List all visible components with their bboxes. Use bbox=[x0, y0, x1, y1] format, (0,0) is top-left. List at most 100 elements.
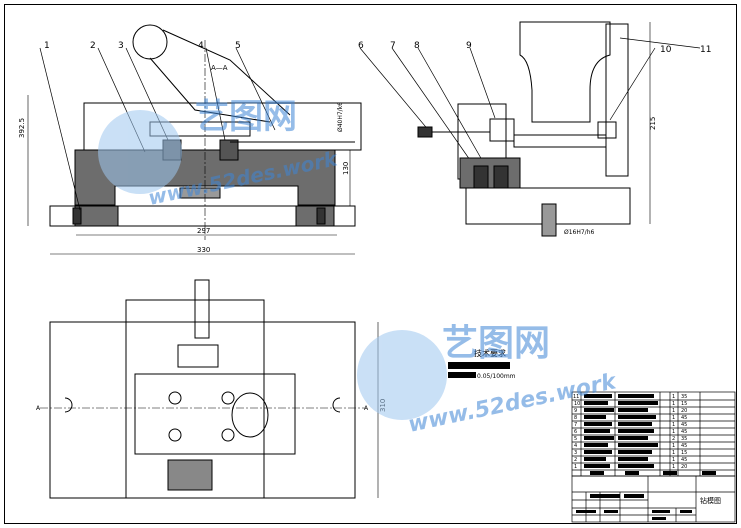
plan-bore bbox=[231, 392, 269, 438]
svg-text:45: 45 bbox=[681, 422, 687, 428]
callout-7: 7 bbox=[390, 41, 396, 51]
dim-bore-height: 130 bbox=[342, 162, 350, 175]
side-hatch bbox=[459, 157, 521, 189]
watermark-globe bbox=[98, 110, 182, 194]
svg-text:1: 1 bbox=[574, 464, 577, 470]
svg-text:35: 35 bbox=[681, 436, 687, 442]
support-arm bbox=[605, 23, 629, 177]
clamp-screw bbox=[417, 126, 433, 138]
tech-line-2-bar bbox=[448, 372, 476, 378]
section-mark-right: A bbox=[364, 405, 369, 412]
plan-slot-left bbox=[64, 397, 73, 413]
section-label: A—A bbox=[211, 64, 228, 72]
tech-line-2: 0.05/100mm bbox=[477, 373, 516, 380]
locating-pin bbox=[179, 187, 221, 199]
foot-bolt-left bbox=[72, 207, 82, 225]
svg-text:8: 8 bbox=[574, 415, 577, 421]
watermark-cn-2: 艺图网 bbox=[442, 323, 550, 364]
svg-text:2: 2 bbox=[574, 457, 577, 463]
dim-total-width: 330 bbox=[197, 246, 210, 254]
svg-text:4: 4 bbox=[574, 443, 577, 449]
callout-9: 9 bbox=[466, 41, 472, 51]
leader-lines bbox=[39, 37, 701, 211]
svg-text:5: 5 bbox=[574, 436, 577, 442]
plan-bolt-1 bbox=[168, 391, 182, 405]
callout-6: 6 bbox=[358, 41, 364, 51]
svg-text:45: 45 bbox=[681, 457, 687, 463]
drawing-frame bbox=[4, 4, 737, 524]
clamp-block bbox=[489, 118, 515, 142]
drawing-name: 钻模图 bbox=[700, 496, 721, 505]
dim-side-height: 215 bbox=[649, 117, 657, 130]
watermark-cn: 艺图网 bbox=[195, 97, 297, 137]
lever-arm bbox=[149, 29, 291, 123]
plan-bolt-2 bbox=[221, 391, 235, 405]
svg-text:20: 20 bbox=[681, 408, 687, 414]
tech-line-1 bbox=[448, 362, 510, 369]
svg-text:1: 1 bbox=[672, 422, 675, 428]
dim-base-width: 297 bbox=[197, 227, 210, 235]
svg-text:1: 1 bbox=[672, 401, 675, 407]
svg-text:1: 1 bbox=[672, 457, 675, 463]
bom-numbers: 11 10 9 8 7 6 5 4 3 2 1 1 1 1 1 1 1 2 1 … bbox=[573, 394, 687, 470]
foot-bolt-right bbox=[316, 207, 326, 225]
svg-text:35: 35 bbox=[681, 394, 687, 400]
front-section-view bbox=[27, 24, 362, 255]
callout-5: 5 bbox=[235, 41, 241, 51]
svg-text:1: 1 bbox=[672, 443, 675, 449]
svg-text:11: 11 bbox=[573, 394, 579, 400]
svg-text:6: 6 bbox=[574, 429, 577, 435]
dim-fit-1: Ø40H7/k6 bbox=[337, 102, 344, 132]
svg-text:1: 1 bbox=[672, 450, 675, 456]
callout-10: 10 bbox=[660, 45, 672, 55]
svg-text:7: 7 bbox=[574, 422, 577, 428]
svg-text:1: 1 bbox=[672, 394, 675, 400]
side-pin bbox=[541, 203, 557, 237]
callout-4: 4 bbox=[198, 41, 204, 51]
svg-text:20: 20 bbox=[681, 464, 687, 470]
svg-text:1: 1 bbox=[672, 464, 675, 470]
svg-text:1: 1 bbox=[672, 408, 675, 414]
plan-bolt-3 bbox=[168, 428, 182, 442]
svg-text:15: 15 bbox=[681, 450, 687, 456]
callout-11: 11 bbox=[700, 45, 711, 55]
dim-fit-2: Ø16H7/h6 bbox=[564, 229, 595, 236]
callout-3: 3 bbox=[118, 41, 124, 51]
title-block-redactions bbox=[576, 494, 692, 520]
plan-clamp bbox=[177, 344, 219, 368]
bom-redactions bbox=[584, 394, 716, 475]
svg-text:1: 1 bbox=[672, 429, 675, 435]
plan-workpiece bbox=[134, 373, 296, 455]
watermark-2: 艺图网 www.52des.work bbox=[357, 323, 620, 438]
svg-text:2: 2 bbox=[672, 436, 675, 442]
section-mark-left: A bbox=[36, 405, 41, 412]
callout-8: 8 bbox=[414, 41, 420, 51]
plan-screw bbox=[194, 279, 210, 339]
svg-text:15: 15 bbox=[681, 401, 687, 407]
top-view bbox=[40, 279, 379, 499]
svg-text:45: 45 bbox=[681, 415, 687, 421]
svg-text:45: 45 bbox=[681, 443, 687, 449]
callout-1: 1 bbox=[44, 41, 50, 51]
lever-knob bbox=[132, 24, 168, 60]
right-foot bbox=[295, 205, 335, 227]
svg-text:3: 3 bbox=[574, 450, 577, 456]
watermark-globe-2 bbox=[357, 330, 447, 420]
svg-text:45: 45 bbox=[681, 429, 687, 435]
stop-block bbox=[597, 121, 617, 139]
column-casting bbox=[519, 21, 611, 123]
tech-title: 技术要求 bbox=[474, 348, 506, 358]
callout-2: 2 bbox=[90, 41, 96, 51]
side-bushing-2 bbox=[493, 165, 509, 189]
base-plate bbox=[49, 205, 356, 227]
svg-text:9: 9 bbox=[574, 408, 577, 414]
plan-pin-area bbox=[167, 459, 213, 491]
bushing-right bbox=[219, 139, 239, 161]
svg-text:10: 10 bbox=[574, 401, 580, 407]
plan-bolt-4 bbox=[221, 428, 235, 442]
side-bushing-1 bbox=[473, 165, 489, 189]
svg-text:1: 1 bbox=[672, 415, 675, 421]
plan-slot-right bbox=[332, 397, 341, 413]
guide-bar bbox=[513, 134, 607, 148]
